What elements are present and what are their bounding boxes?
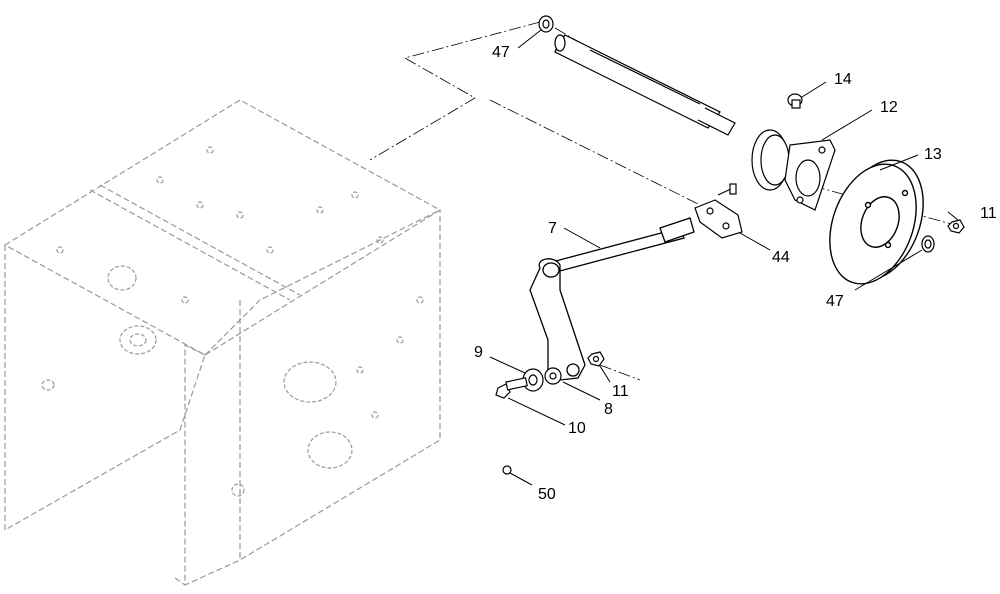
pin-50 bbox=[502, 465, 512, 475]
lever-arm-7 bbox=[529, 217, 695, 381]
callout-8: 8 bbox=[604, 401, 613, 418]
washer-9 bbox=[522, 368, 544, 392]
callout-47-right: 47 bbox=[826, 293, 844, 310]
callout-50: 50 bbox=[538, 486, 556, 503]
frame-housing bbox=[3, 99, 442, 586]
callout-11-lower: 11 bbox=[612, 383, 629, 400]
callout-12: 12 bbox=[880, 99, 898, 116]
callout-47-top: 47 bbox=[492, 44, 510, 61]
callout-44: 44 bbox=[772, 249, 790, 266]
bolt-10 bbox=[495, 377, 528, 399]
callout-11-right: 11 bbox=[980, 205, 997, 222]
hub-bracket-12 bbox=[751, 129, 836, 211]
washer-47-right bbox=[921, 235, 935, 253]
bolt-14 bbox=[787, 93, 803, 109]
shaft bbox=[554, 34, 736, 136]
disc-13 bbox=[829, 159, 924, 285]
callout-9: 9 bbox=[474, 344, 483, 361]
bracket-44 bbox=[694, 183, 743, 239]
nut-11-right bbox=[947, 219, 965, 234]
callout-10: 10 bbox=[568, 420, 586, 437]
washer-47-top bbox=[538, 15, 554, 33]
roller-8 bbox=[544, 367, 562, 385]
nut-11-lower bbox=[587, 351, 605, 367]
frame-holes bbox=[41, 146, 424, 497]
callout-labels: 47 14 12 13 11 7 44 47 9 11 8 10 50 bbox=[474, 44, 997, 503]
callout-13: 13 bbox=[924, 146, 942, 163]
leader-lines bbox=[489, 29, 959, 486]
callout-7: 7 bbox=[548, 220, 557, 237]
callout-14: 14 bbox=[834, 71, 852, 88]
